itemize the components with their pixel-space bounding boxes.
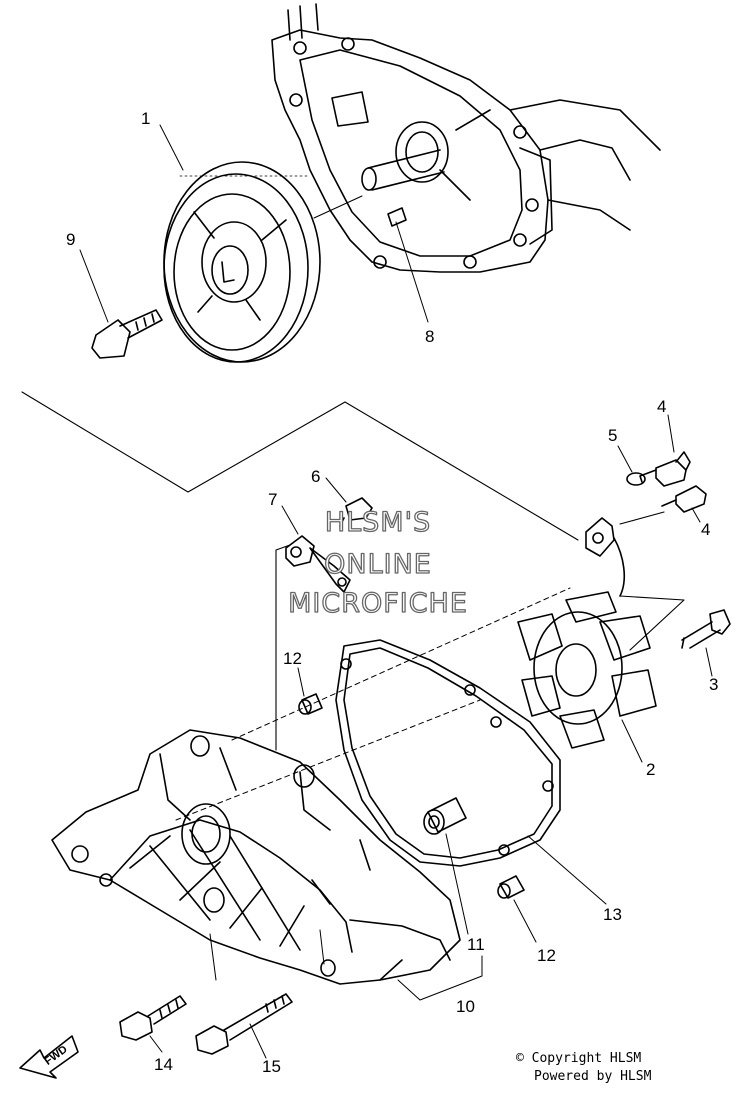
dowel-pin-lower — [498, 876, 524, 898]
callout-12a: 12 — [283, 649, 302, 668]
stator-coil — [518, 592, 656, 748]
callout-14: 14 — [154, 1055, 173, 1074]
callout-4b: 4 — [701, 520, 710, 539]
pickup-bolt — [340, 498, 372, 526]
leader-11 — [446, 834, 468, 934]
callout-12b: 12 — [537, 946, 556, 965]
crankcase-cover — [52, 730, 460, 984]
stator-lead — [586, 518, 624, 596]
alignment-line-left — [276, 545, 290, 750]
leader-8 — [396, 222, 428, 322]
leader-4b — [692, 508, 700, 522]
callout-3: 3 — [709, 675, 718, 694]
copyright-line-2: Powered by HLSM — [534, 1069, 652, 1084]
leader-15 — [250, 1024, 266, 1058]
collar — [424, 798, 466, 834]
bolt-lower-right — [662, 486, 706, 512]
fwd-arrow-icon: FWD — [20, 1036, 78, 1078]
engine-crankcase — [272, 4, 660, 272]
alignment-line-upper — [22, 392, 578, 540]
leader-6 — [326, 478, 346, 502]
copyright-line-1: © Copyright HLSM — [516, 1051, 641, 1066]
gasket-hole — [491, 717, 501, 727]
cover-bolt-long — [196, 994, 292, 1054]
leader-1 — [160, 125, 183, 170]
leader-9 — [80, 250, 108, 322]
callout-6: 6 — [311, 467, 320, 486]
gasket-hole — [543, 781, 553, 791]
callout-5: 5 — [608, 426, 617, 445]
leader-3 — [706, 648, 712, 676]
leader-5 — [618, 446, 632, 472]
callout-15: 15 — [262, 1057, 281, 1076]
gasket-hole — [499, 845, 509, 855]
leader-10 — [398, 956, 482, 1000]
watermark-line-1: HLSM'S — [325, 507, 431, 538]
callout-1: 1 — [141, 109, 150, 128]
dowel-pin-upper — [299, 694, 322, 714]
cover-bolt-short — [120, 996, 186, 1040]
callout-9: 9 — [66, 230, 75, 249]
pickup-coil — [286, 536, 350, 592]
rotor-flywheel — [164, 162, 320, 362]
leader-12b — [514, 900, 536, 942]
gasket-hole — [465, 685, 475, 695]
leader-12a — [298, 668, 304, 696]
rotor-bolt — [92, 310, 162, 358]
callout-13: 13 — [603, 905, 622, 924]
alignment-line-mid — [232, 588, 570, 740]
callout-2: 2 — [646, 760, 655, 779]
cover-gasket-inner — [344, 648, 552, 858]
callout-11: 11 — [467, 935, 485, 954]
bolt-upper-right — [640, 452, 690, 486]
leader-13 — [528, 836, 606, 904]
callout-8: 8 — [425, 327, 434, 346]
cover-gasket — [336, 640, 560, 866]
alignment-line-low — [176, 700, 480, 820]
watermark: HLSM'S ONLINE MICROFICHE — [287, 506, 468, 619]
leader-4a — [668, 415, 674, 452]
leader-14 — [150, 1036, 162, 1052]
leader-2 — [622, 720, 642, 762]
callout-7: 7 — [268, 490, 277, 509]
washer — [627, 473, 645, 485]
gasket-hole — [341, 659, 351, 669]
watermark-line-2: ONLINE — [324, 549, 432, 580]
stator-bolt — [682, 610, 730, 648]
watermark-line-3: MICROFICHE — [288, 588, 468, 619]
callout-10: 10 — [456, 997, 475, 1016]
callout-4a: 4 — [657, 397, 666, 416]
leader-7 — [282, 506, 298, 534]
alignment-line-stator — [620, 512, 684, 650]
